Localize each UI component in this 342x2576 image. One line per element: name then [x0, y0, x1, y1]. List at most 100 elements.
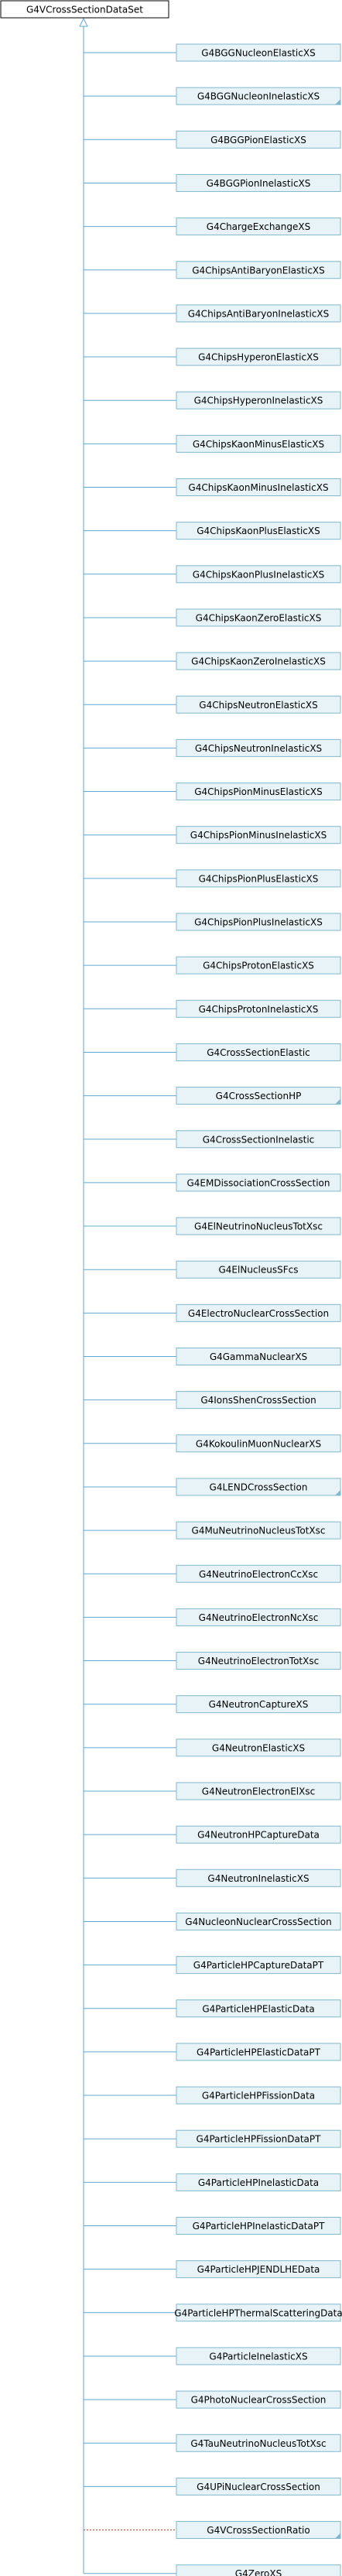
class-node-box — [176, 130, 341, 149]
class-node[interactable]: G4ZeroXS — [176, 2564, 341, 2576]
class-node-box — [176, 1434, 341, 1453]
class-node-label: G4ChipsNeutronElasticXS — [199, 700, 317, 711]
class-node[interactable]: G4NeutrinoElectronTotXsc — [176, 1652, 341, 1670]
class-node[interactable]: G4ChipsAntiBaryonInelasticXS — [176, 304, 341, 323]
class-node[interactable]: G4ParticleHPElasticDataPT — [176, 2043, 341, 2061]
class-node[interactable]: G4ChipsProtonElasticXS — [176, 956, 341, 975]
class-node[interactable]: G4EMDissociationCrossSection — [176, 1173, 341, 1192]
class-node[interactable]: G4NeutronElasticXS — [176, 1738, 341, 1757]
class-node[interactable]: G4ChipsKaonPlusInelasticXS — [176, 565, 341, 584]
class-node[interactable]: G4NeutronCaptureXS — [176, 1695, 341, 1714]
class-node[interactable]: G4ChargeExchangeXS — [176, 218, 341, 236]
edges-layer — [79, 17, 176, 2574]
class-node[interactable]: G4GammaNuclearXS — [176, 1348, 341, 1365]
class-node-box — [176, 2043, 341, 2061]
class-node-box — [176, 1608, 341, 1626]
class-node-box — [176, 1869, 341, 1887]
class-node[interactable]: G4LENDCrossSection — [176, 1478, 341, 1496]
class-node-label: G4ZeroXS — [235, 2568, 282, 2576]
class-node[interactable]: G4ParticleHPInelasticData — [176, 2173, 341, 2191]
class-node[interactable]: G4ElectroNuclearCrossSection — [176, 1303, 341, 1322]
class-node-box — [176, 1564, 341, 1583]
class-node-box — [176, 565, 341, 584]
class-node[interactable]: G4ChipsAntiBaryonElasticXS — [176, 261, 341, 279]
class-node-box — [176, 434, 341, 453]
class-node[interactable]: G4TauNeutrinoNucleusTotXsc — [176, 2434, 341, 2452]
class-node[interactable]: G4MuNeutrinoNucleusTotXsc — [176, 1521, 341, 1540]
class-node[interactable]: G4ParticleHPElasticData — [176, 1999, 341, 2018]
class-node[interactable]: G4ElNeutrinoNucleusTotXsc — [176, 1217, 341, 1235]
class-node[interactable]: G4NeutrinoElectronCcXsc — [176, 1564, 341, 1583]
class-node-label: G4ParticleInelasticXS — [209, 2351, 307, 2362]
class-node-box — [176, 304, 341, 323]
class-node[interactable]: G4ChipsKaonZeroInelasticXS — [176, 652, 341, 670]
class-node[interactable]: G4ParticleHPJENDLHEData — [176, 2260, 341, 2279]
folded-corner-icon — [335, 1489, 340, 1495]
class-node[interactable]: G4KokoulinMuonNuclearXS — [176, 1434, 341, 1453]
class-node[interactable]: G4PhotoNuclearCrossSection — [176, 2390, 341, 2409]
class-node[interactable]: G4BGGPionElasticXS — [176, 130, 341, 149]
class-node[interactable]: G4IonsShenCrossSection — [176, 1391, 341, 1410]
class-node[interactable]: G4BGGNucleonElasticXS — [176, 43, 341, 62]
class-node[interactable]: G4ParticleHPThermalScatteringData — [174, 2304, 342, 2322]
class-node[interactable]: G4ChipsProtonInelasticXS — [176, 999, 341, 1018]
class-node[interactable]: G4ChipsKaonZeroElasticXS — [176, 608, 341, 627]
class-node[interactable]: G4ChipsPionPlusElasticXS — [176, 869, 341, 888]
class-node-label: G4NeutronHPCaptureData — [197, 1830, 320, 1841]
class-node-box — [176, 1217, 341, 1235]
class-node-box — [176, 695, 341, 714]
class-node-label: G4ElectroNuclearCrossSection — [188, 1308, 329, 1319]
class-node[interactable]: G4BGGPionInelasticXS — [176, 173, 341, 192]
class-node[interactable]: G4CrossSectionInelastic — [176, 1130, 341, 1149]
class-node[interactable]: G4ParticleHPCaptureDataPT — [176, 1956, 341, 1975]
class-node[interactable]: G4ParticleInelasticXS — [176, 2347, 341, 2365]
class-node[interactable]: G4CrossSectionElastic — [176, 1043, 341, 1061]
class-node[interactable]: G4ChipsHyperonElasticXS — [176, 348, 341, 366]
class-node[interactable]: G4ChipsPionMinusElasticXS — [176, 783, 341, 801]
class-node-label: G4ParticleHPFissionDataPT — [197, 2134, 322, 2145]
class-node-box — [176, 2173, 341, 2191]
class-node[interactable]: G4ChipsNeutronElasticXS — [176, 695, 341, 714]
class-node-label: G4ChipsProtonElasticXS — [203, 961, 314, 971]
class-node-label: G4BGGNucleonElasticXS — [201, 48, 315, 59]
class-node-label: G4ChipsKaonZeroElasticXS — [196, 612, 322, 623]
class-node[interactable]: G4CrossSectionHP — [176, 1087, 341, 1105]
class-node-box — [176, 1999, 341, 2018]
class-node[interactable]: G4BGGNucleonInelasticXS — [176, 87, 341, 105]
class-node[interactable]: G4NeutrinoElectronNcXsc — [176, 1608, 341, 1626]
class-node-box — [176, 1303, 341, 1322]
class-node[interactable]: G4ParticleHPFissionDataPT — [176, 2129, 341, 2148]
class-node-box — [176, 2304, 341, 2322]
class-node[interactable]: G4ParticleHPFissionData — [176, 2086, 341, 2105]
class-node-label: G4BGGPionElasticXS — [210, 135, 306, 146]
class-node-box — [176, 1521, 341, 1540]
class-node-box — [176, 391, 341, 409]
class-node-box — [176, 738, 341, 757]
class-node[interactable]: G4ChipsKaonMinusInelasticXS — [176, 478, 341, 496]
class-node[interactable]: G4VCrossSectionRatio — [176, 2521, 341, 2540]
class-node-box — [176, 1782, 341, 1800]
class-node[interactable]: G4NeutronElectronElXsc — [176, 1782, 341, 1800]
class-node[interactable]: G4ParticleHPInelasticDataPT — [176, 2217, 341, 2235]
class-node[interactable]: G4NeutronHPCaptureData — [176, 1825, 341, 1844]
class-node[interactable]: G4NucleonNuclearCrossSection — [176, 1912, 341, 1930]
class-node-label: G4ChipsPionMinusElasticXS — [194, 786, 323, 797]
class-node-box — [176, 2477, 341, 2496]
class-node[interactable]: G4ChipsHyperonInelasticXS — [176, 391, 341, 409]
class-node[interactable]: G4UPiNuclearCrossSection — [176, 2477, 341, 2496]
class-node-box — [176, 956, 341, 975]
class-node[interactable]: G4ElNucleusSFcs — [176, 1260, 341, 1279]
class-node-label: G4NucleonNuclearCrossSection — [185, 1917, 331, 1927]
base-class-node[interactable]: G4VCrossSectionDataSet — [0, 0, 169, 19]
class-node[interactable]: G4ChipsKaonMinusElasticXS — [176, 434, 341, 453]
class-node[interactable]: G4ChipsPionMinusInelasticXS — [176, 826, 341, 844]
class-node-label: G4ChipsKaonMinusInelasticXS — [188, 482, 328, 493]
class-node[interactable]: G4ChipsNeutronInelasticXS — [176, 738, 341, 757]
class-node-label: G4CrossSectionHP — [216, 1091, 302, 1101]
class-node-box — [176, 652, 341, 670]
class-node[interactable]: G4NeutronInelasticXS — [176, 1869, 341, 1887]
class-node[interactable]: G4ChipsKaonPlusElasticXS — [176, 522, 341, 540]
class-node-box — [176, 218, 341, 236]
class-node-label: G4ParticleHPCaptureDataPT — [193, 1960, 324, 1971]
class-node[interactable]: G4ChipsPionPlusInelasticXS — [176, 913, 341, 931]
